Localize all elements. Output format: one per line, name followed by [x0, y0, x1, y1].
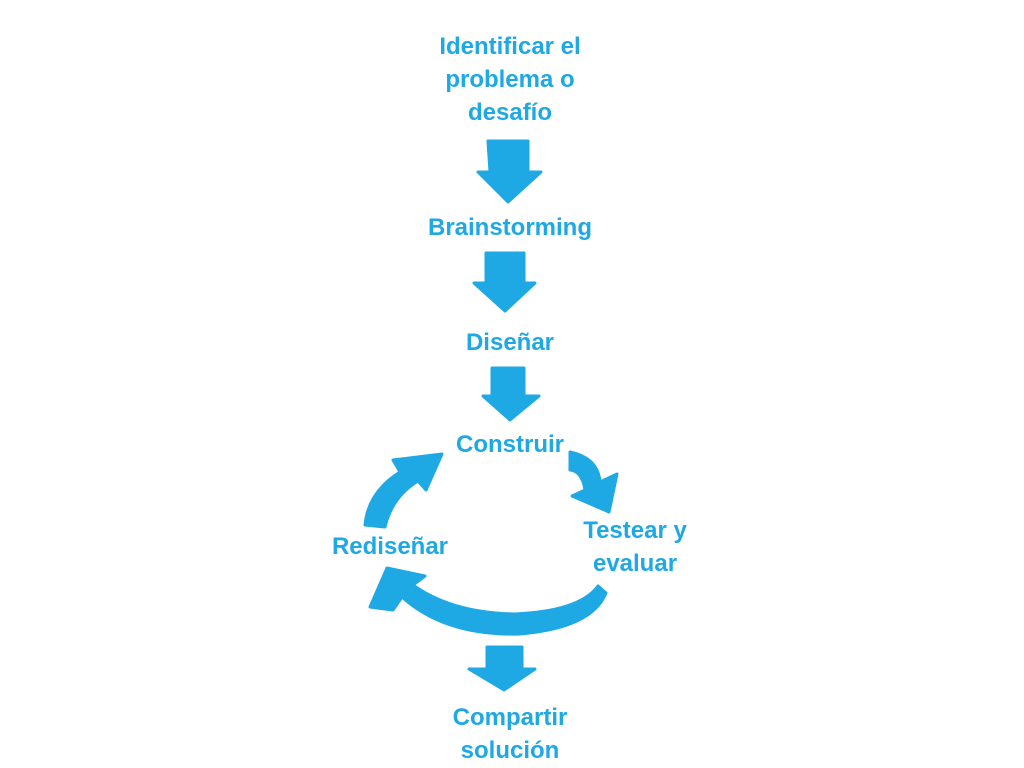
step-test-evaluate: Testear y evaluar — [555, 514, 715, 580]
arrow-down-icon — [472, 251, 537, 313]
step-share-line-1: Compartir — [452, 704, 568, 731]
curved-arrow-up-icon — [363, 452, 444, 529]
step-share-solution: Compartir solución — [420, 701, 600, 767]
step-identify-line-1: Identificar el — [439, 33, 581, 60]
step-design: Diseñar — [465, 329, 555, 356]
step-share-line-2: solución — [460, 737, 560, 764]
step-identify-problem: Identificar el problema o desafío — [410, 30, 610, 129]
step-test-line-1: Testear y — [583, 517, 687, 544]
arrow-down-icon — [467, 645, 537, 692]
step-brainstorming: Brainstorming — [427, 214, 592, 241]
curved-arrow-left-icon — [368, 566, 608, 636]
step-test-line-2: evaluar — [592, 550, 678, 577]
curved-arrow-right-icon — [568, 450, 619, 514]
step-redesign: Rediseñar — [331, 533, 449, 560]
step-identify-line-2: problema o — [445, 66, 575, 93]
step-identify-line-3: desafío — [467, 99, 553, 126]
arrow-down-icon — [476, 139, 543, 204]
step-build: Construir — [456, 431, 564, 458]
arrow-down-icon — [481, 366, 541, 422]
